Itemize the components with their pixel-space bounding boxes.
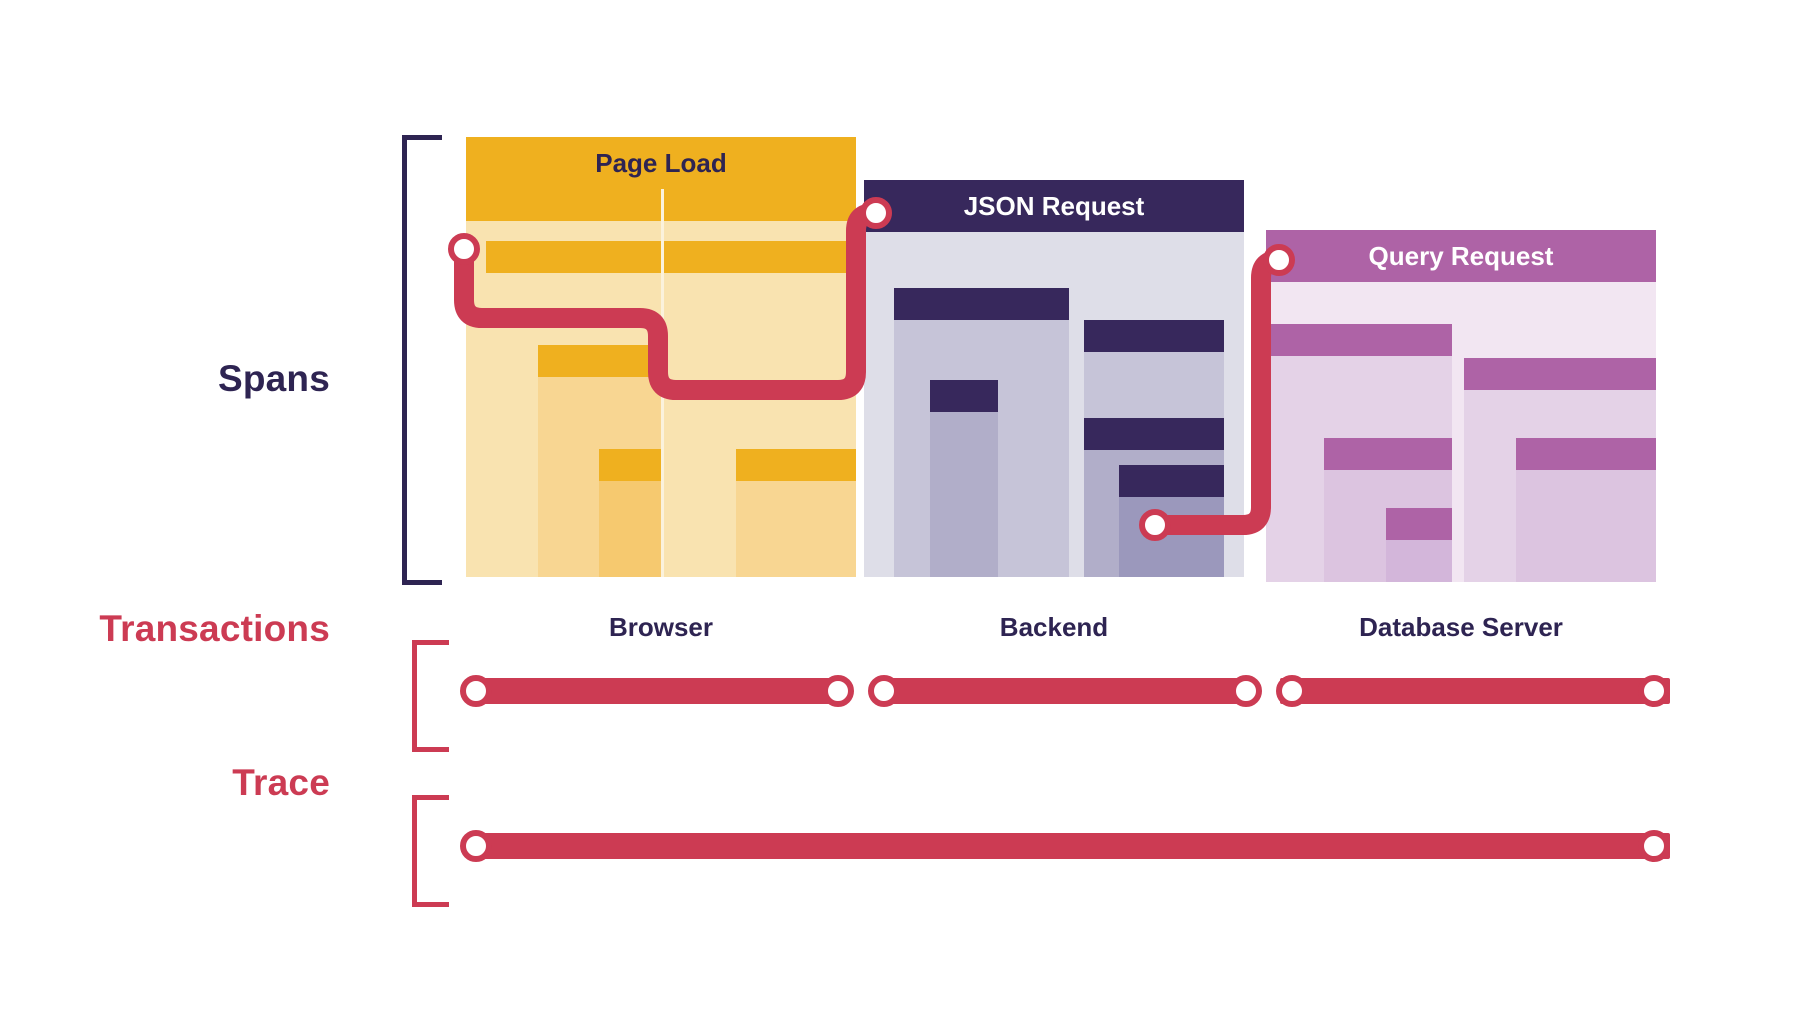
trace-timeline: [0, 830, 1800, 862]
span-bar[interactable]: [930, 380, 998, 577]
span-bar-cap: [1516, 438, 1656, 470]
span-bar-cap: [736, 449, 856, 481]
column-caption-backend: Backend: [999, 612, 1109, 642]
span-bar[interactable]: [1119, 465, 1224, 577]
span-bar-cap: [486, 241, 661, 273]
span-bar-cap: [894, 288, 1069, 320]
transactions-row-label: Transactions: [99, 608, 330, 649]
trace-node[interactable]: [460, 830, 492, 862]
transaction-node[interactable]: [1230, 675, 1262, 707]
trace-node[interactable]: [1638, 830, 1670, 862]
backend-to-database-node[interactable]: [1263, 244, 1295, 276]
span-bar[interactable]: [599, 449, 661, 577]
transaction-node[interactable]: [460, 675, 492, 707]
span-bar-cap: [538, 345, 661, 377]
transactions-timeline: [0, 675, 1800, 707]
transaction-node[interactable]: [1276, 675, 1308, 707]
spans-row-label: Spans: [217, 358, 330, 399]
span-column-header-backend[interactable]: JSON Request: [864, 180, 1244, 232]
browser-span-start-node[interactable]: [448, 233, 480, 265]
backend-span-end-node[interactable]: [1139, 509, 1171, 541]
span-bar-cap: [1266, 324, 1452, 356]
span-column-database: Query Request: [1266, 230, 1656, 582]
span-bar-cap: [1324, 438, 1452, 470]
span-bar-cap: [1119, 465, 1224, 497]
transaction-node[interactable]: [822, 675, 854, 707]
transaction-node[interactable]: [868, 675, 900, 707]
transactions-bracket: [412, 640, 449, 752]
span-column-backend: JSON Request: [864, 180, 1244, 577]
spans-bracket: [402, 135, 442, 585]
span-bar[interactable]: [1386, 508, 1452, 582]
column-caption-database: Database Server: [1359, 612, 1563, 642]
span-column-header-browser[interactable]: Page Load: [466, 137, 856, 189]
span-bar-cap: [466, 189, 661, 221]
span-bar-cap: [930, 380, 998, 412]
transaction-node[interactable]: [1638, 675, 1670, 707]
span-bar-cap: [1084, 320, 1224, 352]
span-bar[interactable]: [1516, 438, 1656, 582]
trace-segment[interactable]: [466, 833, 1670, 859]
column-caption-browser: Browser: [608, 612, 714, 642]
transaction-segment[interactable]: [874, 678, 1254, 704]
span-bar-cap: [1386, 508, 1452, 540]
trace-bracket: [412, 795, 449, 907]
browser-to-backend-node[interactable]: [860, 197, 892, 229]
span-bar-cap: [1464, 358, 1656, 390]
span-bar-cap: [664, 241, 856, 273]
transaction-segment[interactable]: [466, 678, 846, 704]
trace-row-label: Trace: [232, 762, 330, 803]
span-bar[interactable]: [736, 449, 856, 577]
span-column-browser: Page Load: [466, 137, 856, 577]
span-bar-cap: [1084, 418, 1224, 450]
span-bar-cap: [599, 449, 661, 481]
transaction-segment[interactable]: [1280, 678, 1670, 704]
span-column-header-database[interactable]: Query Request: [1266, 230, 1656, 282]
span-bar-cap: [664, 189, 856, 221]
